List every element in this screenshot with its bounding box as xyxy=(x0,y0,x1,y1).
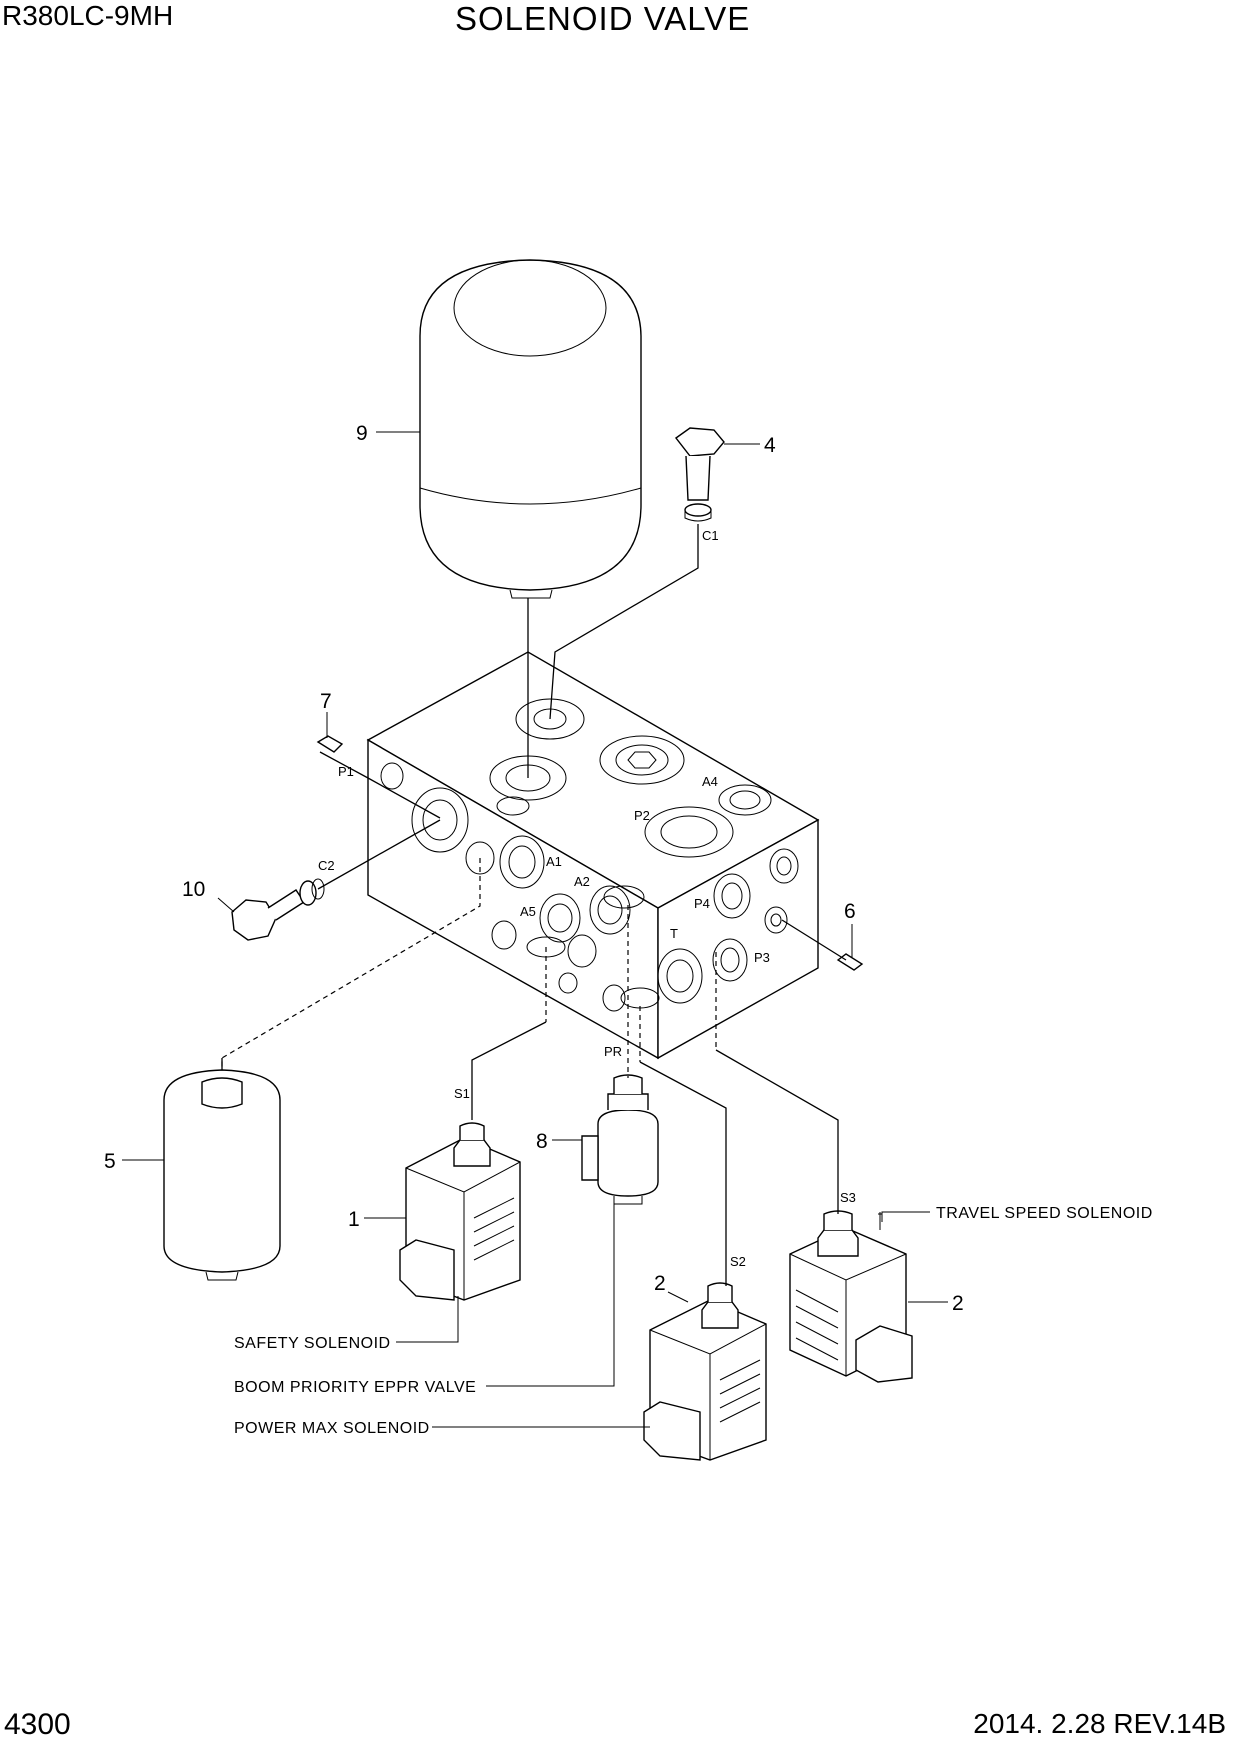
page-title: SOLENOID VALVE xyxy=(455,0,751,37)
callout-2-power-max: 2 xyxy=(654,1272,666,1295)
plug-part-6 xyxy=(836,953,864,971)
port-label-pr: PR xyxy=(604,1044,622,1059)
port-label-a5: A5 xyxy=(520,904,536,919)
port-label-c1: C1 xyxy=(702,528,719,543)
filter-part-5 xyxy=(163,1069,281,1281)
callout-2-travel-speed: 2 xyxy=(952,1292,964,1315)
callout-10: 10 xyxy=(182,878,205,901)
port-label-a1: A1 xyxy=(546,854,562,869)
solenoid-part-2-travel-speed xyxy=(789,1210,913,1383)
caption-travel-speed-solenoid: TRAVEL SPEED SOLENOID xyxy=(936,1205,1153,1222)
port-label-p2: P2 xyxy=(634,808,650,823)
port-label-p4: P4 xyxy=(694,896,710,911)
plug-part-4 xyxy=(674,427,725,522)
callout-9: 9 xyxy=(356,422,368,445)
callout-4: 4 xyxy=(764,434,776,457)
callout-7: 7 xyxy=(320,690,332,713)
port-label-c2: C2 xyxy=(318,858,335,873)
port-label-a2: A2 xyxy=(574,874,590,889)
plug-part-10 xyxy=(231,878,325,941)
caption-power-max-solenoid: POWER MAX SOLENOID xyxy=(234,1420,430,1437)
callout-5: 5 xyxy=(104,1150,116,1173)
port-label-p1: P1 xyxy=(338,764,354,779)
callout-6: 6 xyxy=(844,900,856,923)
model-number: R380LC-9MH xyxy=(2,0,174,31)
callout-1: 1 xyxy=(348,1208,360,1231)
plug-part-7 xyxy=(316,735,344,753)
eppr-valve-part-8 xyxy=(581,1074,659,1205)
callout-8: 8 xyxy=(536,1130,548,1153)
valve-block xyxy=(366,651,820,1060)
port-label-t: T xyxy=(670,926,678,941)
port-label-p3: P3 xyxy=(754,950,770,965)
caption-safety-solenoid: SAFETY SOLENOID xyxy=(234,1335,391,1352)
port-label-s1: S1 xyxy=(454,1086,470,1101)
page-number: 4300 xyxy=(4,1708,71,1741)
accumulator-part-9 xyxy=(419,259,642,599)
port-label-s2: S2 xyxy=(730,1254,746,1269)
revision-date: 2014. 2.28 REV.14B xyxy=(973,1708,1226,1739)
solenoid-part-2-power-max xyxy=(643,1282,767,1461)
caption-boom-priority-eppr-valve: BOOM PRIORITY EPPR VALVE xyxy=(234,1379,476,1396)
port-label-a4: A4 xyxy=(702,774,718,789)
port-label-s3: S3 xyxy=(840,1190,856,1205)
solenoid-part-1 xyxy=(399,1122,521,1301)
connection-lines xyxy=(122,431,948,1428)
